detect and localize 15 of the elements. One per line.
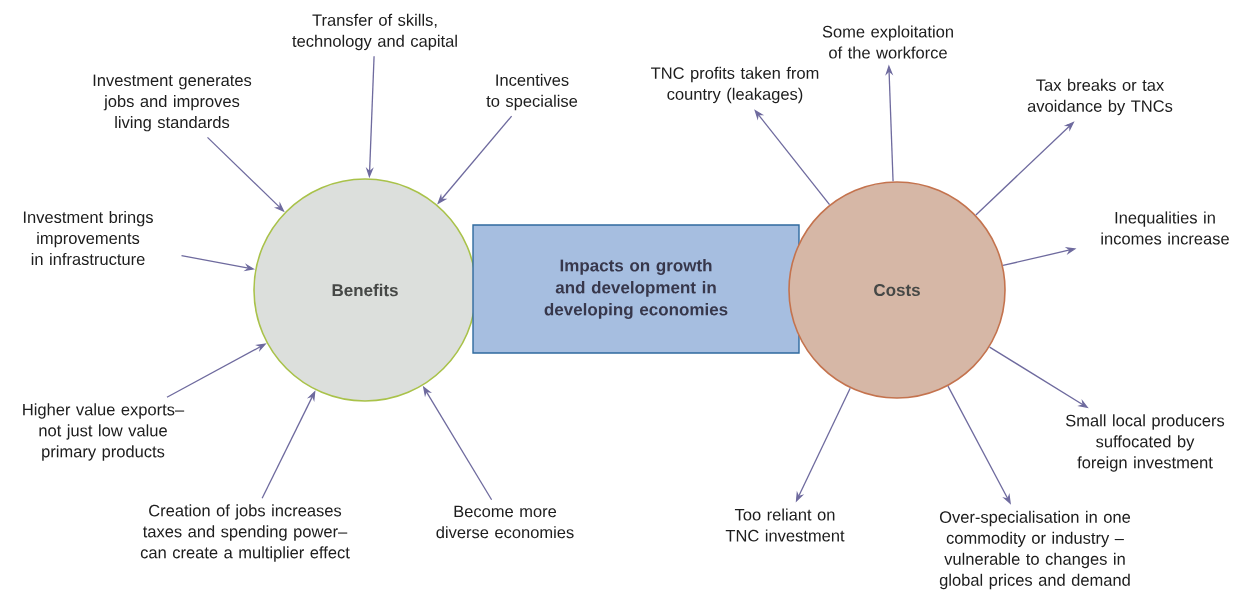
annotation-text: TNC profits taken from country (leakages) <box>651 66 819 104</box>
annotation-text: Higher value exports– not just low value primary products <box>23 403 185 461</box>
annotation-text: Inequalities in incomes increase <box>1101 211 1229 245</box>
annotation-text: Become more diverse economies <box>436 505 574 539</box>
annotation-text: Creation of jobs increases taxes and spending power– can create a multiplier effect <box>140 504 350 562</box>
annotation-text: Small local producers suffocated by foreign investment <box>1065 414 1225 472</box>
impact-box: Impacts on growth and development in developing economies <box>472 224 800 354</box>
annotation-text: Tax breaks or tax avoidance by TNCs <box>1027 78 1173 116</box>
annotation-text: Incentives to specialise <box>486 73 578 111</box>
annotation-text: Over-specialisation in one commodity or industry – vulnerable to changes in global prices and demand <box>939 510 1131 590</box>
annotation-text: Too reliant on TNC investment <box>725 508 845 542</box>
annotation-text: Some exploitation of the workforce <box>822 25 953 59</box>
annotation-text: Investment brings improvements in infrastructure <box>23 210 153 266</box>
annotation-text: Transfer of skills, technology and capital <box>292 13 457 51</box>
annotation-text: Investment generates jobs and improves living standards <box>93 74 252 132</box>
